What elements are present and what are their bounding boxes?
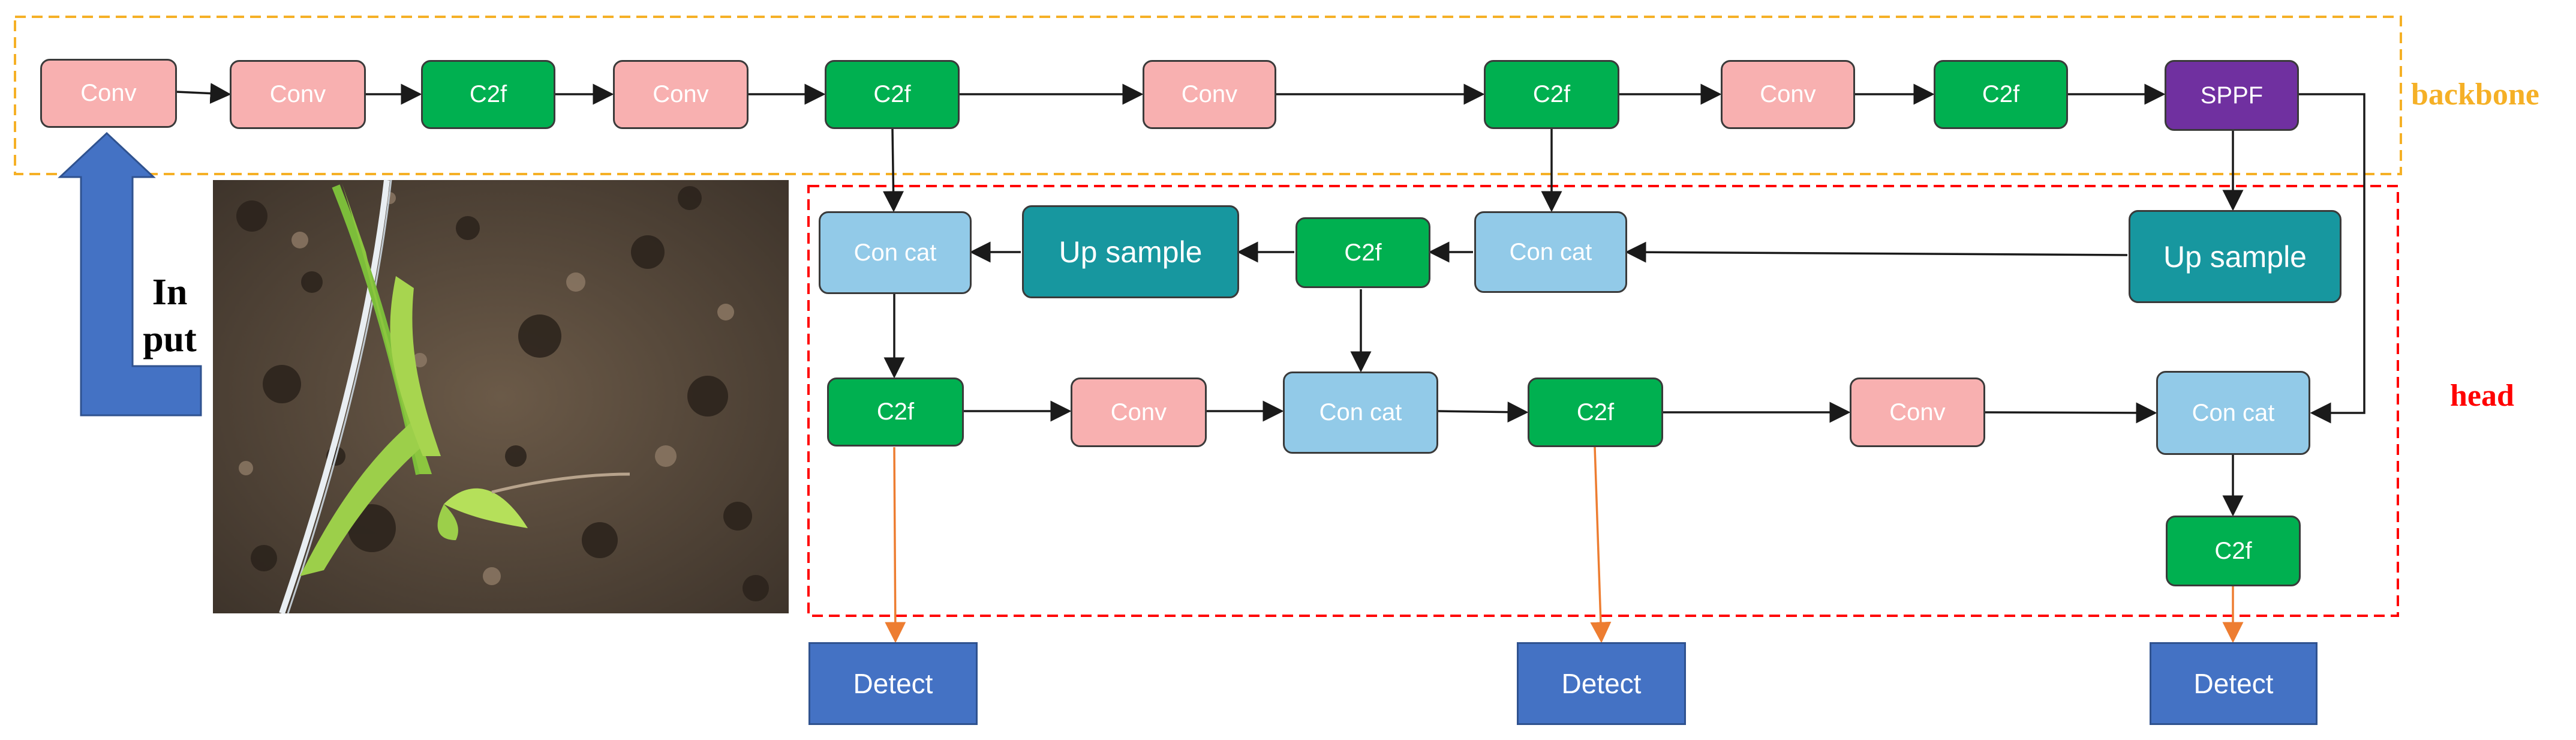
input-image (213, 179, 789, 615)
head-c2f-row2-2[interactable]: C2f (1528, 378, 1663, 447)
backbone-region (14, 16, 2402, 175)
edge-b5-h1concat (883, 128, 904, 212)
head-upsample-2[interactable]: Up sample (2129, 210, 2341, 303)
detect-1[interactable]: Detect (808, 642, 978, 725)
head-conv-row2-1[interactable]: Conv (1071, 378, 1207, 447)
head-label: head (2450, 379, 2514, 413)
backbone-c2f-3[interactable]: C2f (1484, 60, 1619, 129)
input-label-line2: put (143, 319, 197, 359)
head-c2f-row2-1[interactable]: C2f (827, 378, 964, 447)
backbone-conv-2[interactable]: Conv (230, 60, 366, 129)
head-concat-row2-right[interactable]: Con cat (2156, 371, 2310, 455)
input-label: In put (137, 269, 203, 362)
edge-b1-b2 (176, 83, 232, 104)
backbone-c2f-4[interactable]: C2f (1934, 60, 2068, 129)
edge-up-concat2 (1625, 241, 2128, 263)
backbone-conv-3[interactable]: Conv (613, 60, 749, 129)
head-c2f-row1[interactable]: C2f (1295, 217, 1430, 288)
backbone-label: backbone (2411, 77, 2539, 112)
input-arrow (58, 131, 202, 417)
output-arrow-1 (885, 447, 906, 643)
head-region (807, 185, 2399, 617)
head-c2f-row3[interactable]: C2f (2166, 516, 2301, 586)
head-concat-row2[interactable]: Con cat (1283, 372, 1438, 454)
backbone-conv-4[interactable]: Conv (1143, 60, 1276, 129)
head-concat-2[interactable]: Con cat (1474, 211, 1627, 293)
input-label-line1: In (152, 272, 188, 313)
head-conv-row2-2[interactable]: Conv (1850, 378, 1985, 447)
backbone-conv-5[interactable]: Conv (1721, 60, 1855, 129)
head-concat-1[interactable]: Con cat (819, 211, 972, 294)
backbone-c2f-1[interactable]: C2f (421, 60, 555, 129)
backbone-conv-1[interactable]: Conv (40, 59, 177, 128)
detect-3[interactable]: Detect (2150, 642, 2318, 725)
head-upsample-1[interactable]: Up sample (1022, 205, 1239, 298)
edge-concatm-c2f (1438, 402, 1529, 423)
output-arrow-2 (1590, 447, 1612, 643)
detect-2[interactable]: Detect (1517, 642, 1686, 725)
edge-sppf-concat-right (2299, 93, 2365, 424)
edge-conv2-concatr (1985, 402, 2157, 424)
backbone-sppf[interactable]: SPPF (2165, 60, 2299, 131)
backbone-c2f-2[interactable]: C2f (825, 60, 960, 129)
